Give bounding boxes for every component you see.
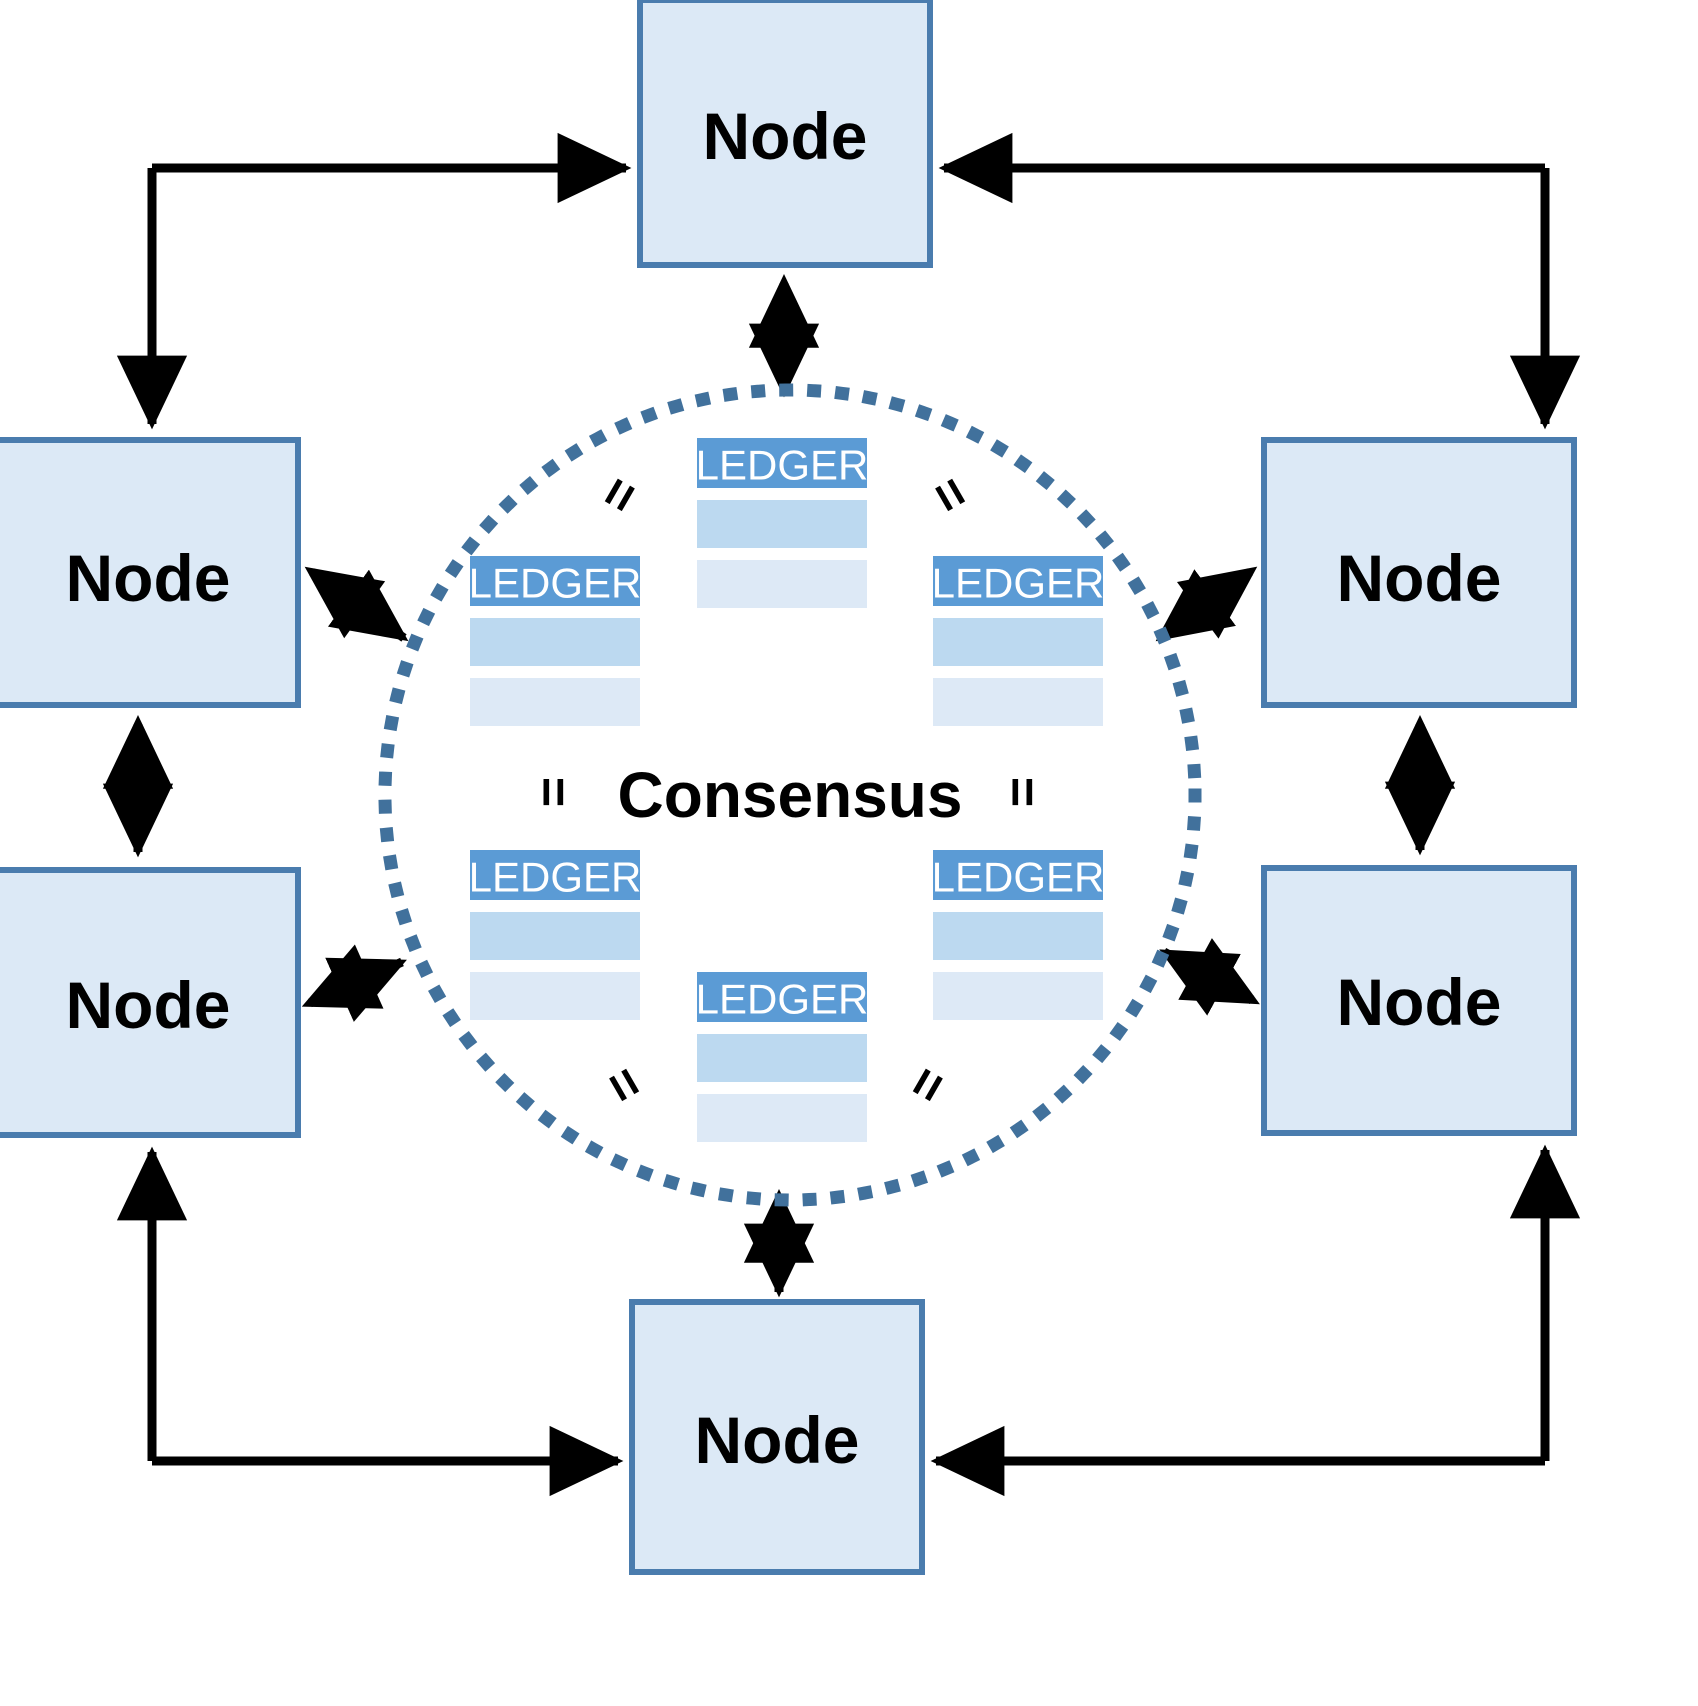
- outer-elbow-connectors: [102, 132, 1581, 1497]
- node-left-lower[interactable]: Node: [0, 867, 301, 1138]
- equals-sign-bottom-left: =: [591, 1057, 656, 1112]
- node-bottom[interactable]: Node: [629, 1299, 925, 1575]
- ledger-lower-right-header: [933, 850, 1103, 900]
- equals-sign-mid-right: =: [993, 777, 1051, 807]
- ledger-bottom-label: LEDGER: [696, 976, 869, 1023]
- ledger-top-header: [697, 438, 867, 488]
- consensus-circle: [378, 383, 1202, 1207]
- ledger-lower-left[interactable]: LEDGER: [469, 850, 642, 1020]
- ledger-upper-right-row-2: [933, 678, 1103, 726]
- equals-sign-mid-left: =: [524, 777, 582, 807]
- ledger-lower-left-row-2: [470, 972, 640, 1020]
- ledger-bottom-row-1: [697, 1034, 867, 1082]
- ledger-lower-left-label: LEDGER: [469, 854, 642, 901]
- ledger-lower-right-label: LEDGER: [932, 854, 1105, 901]
- equals-sign-top-left: =: [587, 467, 652, 522]
- node-bottom-label: Node: [695, 1403, 860, 1477]
- link-rightupper-consensus: [1155, 566, 1258, 642]
- node-top-rect[interactable]: [637, 0, 933, 268]
- node-right-upper-rect[interactable]: [1261, 437, 1577, 708]
- ledger-top-row-1: [697, 500, 867, 548]
- node-left-lower-label: Node: [66, 968, 231, 1042]
- ledger-lower-left-header: [470, 850, 640, 900]
- link-leftupper-consensus: [304, 566, 409, 642]
- node-right-upper-label: Node: [1337, 541, 1502, 615]
- ledger-upper-left-label: LEDGER: [469, 560, 642, 607]
- node-right-upper[interactable]: Node: [1261, 437, 1577, 708]
- ledger-upper-right-row-1: [933, 618, 1103, 666]
- ledger-lower-right-row-1: [933, 912, 1103, 960]
- equals-sign-bottom-right: =: [895, 1057, 960, 1112]
- equals-sign-top-right: =: [917, 467, 982, 522]
- ledger-lower-left-row-1: [470, 912, 640, 960]
- node-right-lower[interactable]: Node: [1261, 865, 1577, 1136]
- link-leftlower-consensus: [301, 944, 407, 1022]
- node-bottom-rect[interactable]: [629, 1299, 925, 1575]
- ledger-upper-left-row-1: [470, 618, 640, 666]
- ledger-stacks: LEDGER LEDGER LEDGER LEDGER: [469, 438, 1105, 1142]
- node-left-upper-label: Node: [66, 541, 231, 615]
- link-rightlower-consensus: [1159, 938, 1260, 1016]
- ledger-lower-right[interactable]: LEDGER: [932, 850, 1105, 1020]
- ledger-upper-right[interactable]: LEDGER: [932, 556, 1105, 726]
- consensus-links: [301, 274, 1260, 1298]
- ledger-upper-left-header: [470, 556, 640, 606]
- node-left-upper-rect[interactable]: [0, 437, 301, 708]
- ledger-top[interactable]: LEDGER: [696, 438, 869, 608]
- node-top[interactable]: Node: [637, 0, 933, 268]
- node-left-lower-rect[interactable]: [0, 867, 301, 1138]
- ledger-upper-right-header: [933, 556, 1103, 606]
- ledger-bottom-header: [697, 972, 867, 1022]
- consensus-label: Consensus: [618, 759, 963, 831]
- ledger-lower-right-row-2: [933, 972, 1103, 1020]
- node-right-lower-rect[interactable]: [1261, 865, 1577, 1136]
- ledger-bottom-row-2: [697, 1094, 867, 1142]
- node-top-label: Node: [703, 99, 868, 173]
- ledger-bottom[interactable]: LEDGER: [696, 972, 869, 1142]
- ledger-upper-left[interactable]: LEDGER: [469, 556, 642, 726]
- ledger-top-label: LEDGER: [696, 442, 869, 489]
- ledger-upper-right-label: LEDGER: [932, 560, 1105, 607]
- node-right-lower-label: Node: [1337, 965, 1502, 1039]
- node-left-upper[interactable]: Node: [0, 437, 301, 708]
- node-boxes: Node Node Node Node Node Node: [0, 0, 1577, 1575]
- ledger-upper-left-row-2: [470, 678, 640, 726]
- ledger-top-row-2: [697, 560, 867, 608]
